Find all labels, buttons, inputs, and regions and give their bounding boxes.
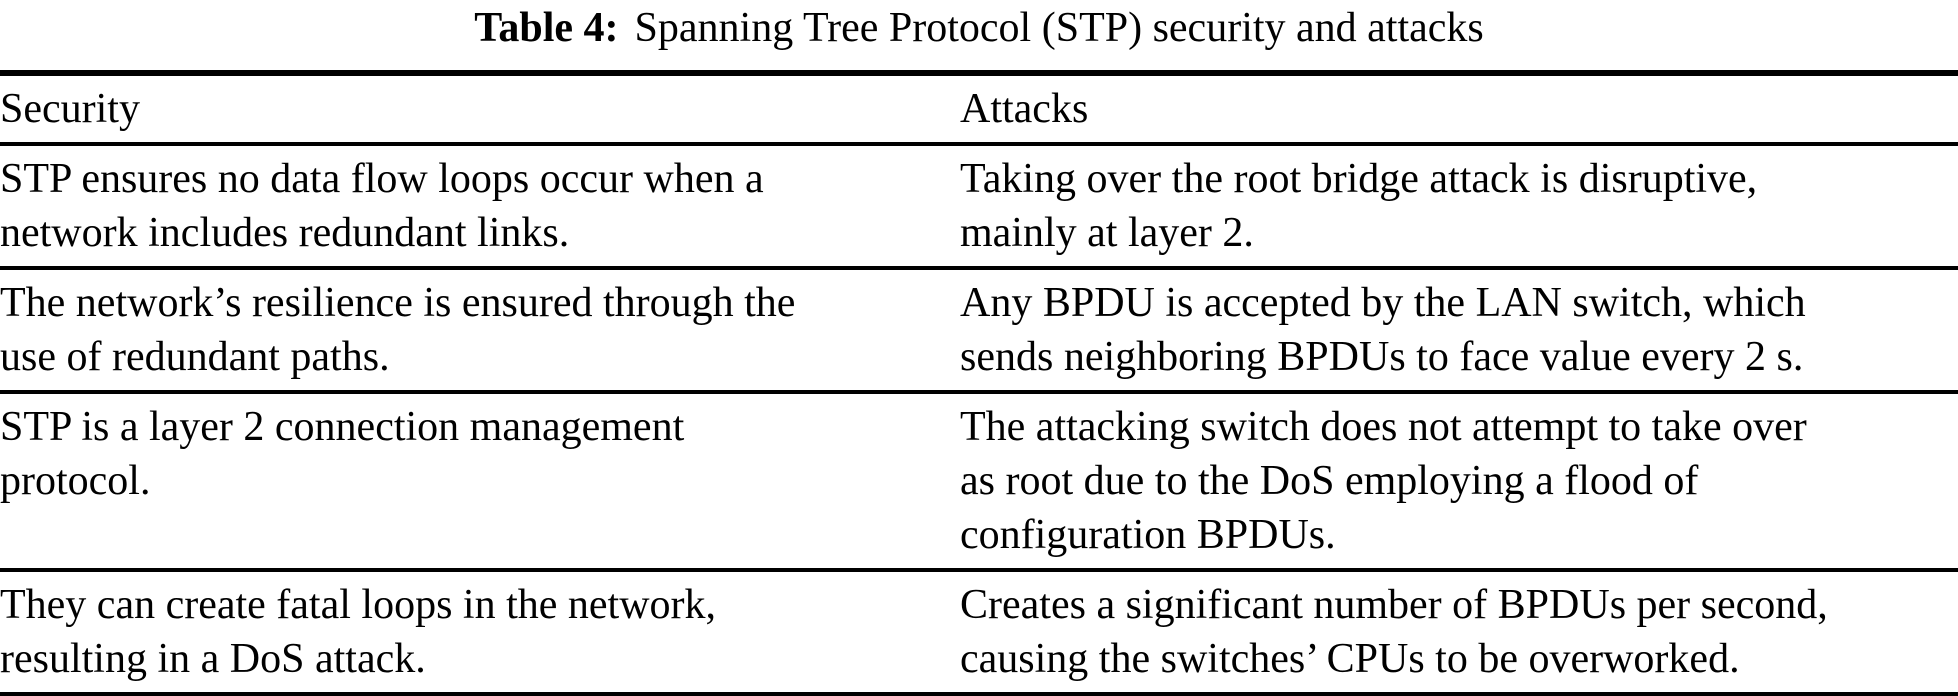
table-caption: Table 4: Spanning Tree Protocol (STP) se… [0, 0, 1958, 70]
security-cell: STP ensures no data flow loops occur whe… [0, 156, 764, 256]
security-cell: STP is a layer 2 connection management p… [0, 404, 685, 504]
table-caption-title: Spanning Tree Protocol (STP) security an… [634, 5, 1484, 51]
security-cell: The network’s resilience is ensured thro… [0, 280, 796, 380]
header-row: Security Attacks [0, 73, 1958, 144]
stp-security-attacks-table: Security Attacks STP ensures no data flo… [0, 70, 1958, 696]
attacks-cell: Any BPDU is accepted by the LAN switch, … [960, 280, 1806, 380]
table-row: STP ensures no data flow loops occur whe… [0, 144, 1958, 268]
attacks-cell: Creates a significant number of BPDUs pe… [960, 582, 1828, 682]
table-caption-label: Table 4: [474, 5, 619, 51]
table-row: They can create fatal loops in the netwo… [0, 570, 1958, 695]
column-header-attacks: Attacks [960, 86, 1089, 132]
table-row: The network’s resilience is ensured thro… [0, 268, 1958, 392]
table-row: STP is a layer 2 connection management p… [0, 392, 1958, 570]
column-header-security: Security [0, 86, 140, 132]
attacks-cell: The attacking switch does not attempt to… [960, 404, 1807, 558]
security-cell: They can create fatal loops in the netwo… [0, 582, 717, 682]
attacks-cell: Taking over the root bridge attack is di… [960, 156, 1758, 256]
